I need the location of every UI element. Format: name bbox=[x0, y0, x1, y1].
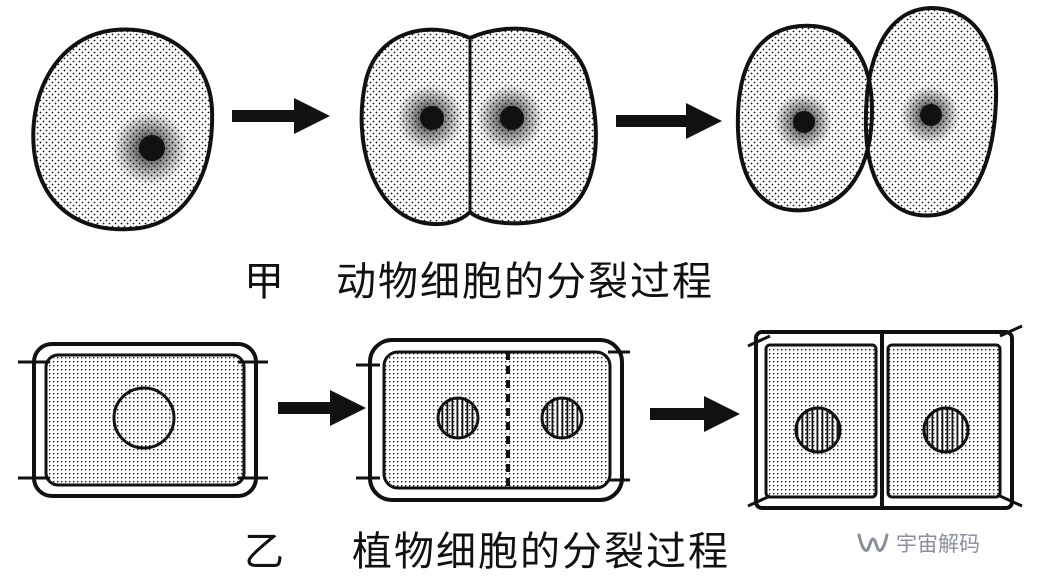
caption-plant-division: 植物细胞的分裂过程 bbox=[352, 529, 730, 575]
animal-cell-stage-2 bbox=[359, 26, 598, 227]
caption-animal-division: 动物细胞的分裂过程 bbox=[336, 259, 714, 305]
animal-cell-stage-3 bbox=[735, 5, 999, 218]
nucleus bbox=[793, 111, 815, 133]
animal-cell-stage-1 bbox=[31, 27, 215, 232]
nucleus bbox=[436, 396, 480, 440]
nucleus bbox=[420, 106, 444, 130]
nucleus bbox=[139, 135, 165, 161]
nucleus bbox=[920, 104, 942, 126]
nucleus bbox=[112, 386, 176, 450]
wechat-channel-icon bbox=[857, 533, 889, 552]
nucleus bbox=[794, 406, 842, 454]
plant-cell-stage-3 bbox=[747, 324, 1023, 510]
nucleus bbox=[500, 106, 524, 130]
figure-label-animal: 甲 bbox=[244, 259, 286, 305]
watermark-text: 宇宙解码 bbox=[896, 532, 980, 556]
figure-label-plant: 乙 bbox=[244, 529, 286, 575]
nucleus bbox=[540, 396, 584, 440]
nucleus bbox=[922, 406, 970, 454]
plant-cell-stage-1 bbox=[18, 342, 268, 498]
watermark: 宇宙解码 bbox=[856, 528, 980, 558]
plant-cell-stage-2 bbox=[356, 338, 630, 502]
